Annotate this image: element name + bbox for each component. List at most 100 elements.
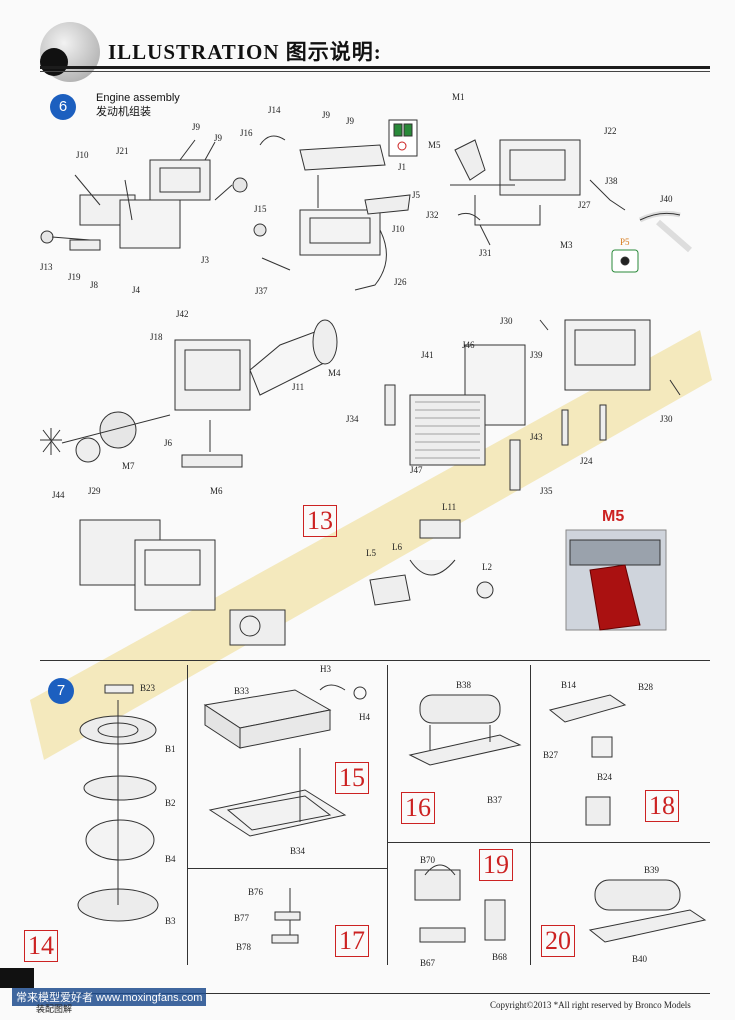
- part-label: B67: [420, 958, 436, 968]
- panel-divider: [187, 868, 387, 869]
- part-label: B78: [236, 942, 252, 952]
- part-label: J30: [660, 414, 673, 424]
- callout-20: 20: [541, 925, 575, 957]
- footer-rule: [40, 993, 710, 994]
- part-label: J22: [604, 126, 617, 136]
- part-label: J5: [412, 190, 421, 200]
- footer-copyright: Copyright©2013 *All right reserved by Br…: [490, 1000, 691, 1010]
- part-label: J6: [164, 438, 173, 448]
- part-label: J41: [421, 350, 434, 360]
- callout-15: 15: [335, 762, 369, 794]
- part-label: J32: [426, 210, 439, 220]
- part-label: J14: [268, 105, 281, 115]
- step-6-badge: 6: [50, 94, 76, 120]
- part-label: M5: [428, 140, 441, 150]
- part-label: B1: [165, 744, 176, 754]
- part-label: J39: [530, 350, 543, 360]
- part-label: B2: [165, 798, 176, 808]
- watermark-logo: [30, 330, 712, 760]
- part-label: J21: [116, 146, 129, 156]
- part-label: M4: [328, 368, 341, 378]
- part-label: J19: [68, 272, 81, 282]
- inset-label-m5: M5: [602, 508, 625, 525]
- part-label: M6: [210, 486, 223, 496]
- part-label: B14: [561, 680, 577, 690]
- part-label: J15: [254, 204, 267, 214]
- part-label: J38: [605, 176, 618, 186]
- part-label: J42: [176, 309, 189, 319]
- part-label: B70: [420, 855, 436, 865]
- part-label: J40: [660, 194, 673, 204]
- part-label: J47: [410, 465, 423, 475]
- part-label: L5: [366, 548, 376, 558]
- part-label: M7: [122, 461, 135, 471]
- part-label: B37: [487, 795, 503, 805]
- page-number-box: [0, 968, 34, 988]
- part-label: B28: [638, 682, 654, 692]
- part-label: B76: [248, 887, 264, 897]
- part-label: J3: [201, 255, 210, 265]
- part-label: J9: [214, 133, 223, 143]
- callout-16: 16: [401, 792, 435, 824]
- panel-divider: [187, 665, 188, 965]
- part-label: M3: [560, 240, 573, 250]
- part-label: M1: [452, 92, 465, 102]
- part-label: L6: [392, 542, 402, 552]
- part-label: J43: [530, 432, 543, 442]
- part-label: J26: [394, 277, 407, 287]
- part-label: B39: [644, 865, 660, 875]
- part-label: J31: [479, 248, 492, 258]
- part-label: J9: [192, 122, 201, 132]
- part-label: H3: [320, 664, 331, 674]
- part-label: J4: [132, 285, 141, 295]
- callout-18: 18: [645, 790, 679, 822]
- part-label: B24: [597, 772, 613, 782]
- part-label: J10: [392, 224, 405, 234]
- part-label: J35: [540, 486, 553, 496]
- part-label: B40: [632, 954, 648, 964]
- part-label: J9: [346, 116, 355, 126]
- part-label: P5: [620, 237, 630, 247]
- part-label: B33: [234, 686, 250, 696]
- page-title: ILLUSTRATION 图示说明:: [108, 40, 382, 64]
- section-divider: [40, 660, 710, 661]
- part-label: B27: [543, 750, 559, 760]
- panel-divider: [387, 842, 710, 843]
- step-6-label-en: Engine assembly: [96, 92, 180, 104]
- part-label: J24: [580, 456, 593, 466]
- part-label: J44: [52, 490, 65, 500]
- part-label: B23: [140, 683, 156, 693]
- panel-divider: [387, 665, 388, 965]
- part-label: B77: [234, 913, 250, 923]
- header-rule: [40, 66, 710, 69]
- callout-19: 19: [479, 849, 513, 881]
- part-label: J16: [240, 128, 253, 138]
- part-label: L2: [482, 562, 492, 572]
- part-label: J1: [398, 162, 407, 172]
- callout-17: 17: [335, 925, 369, 957]
- part-label: J37: [255, 286, 268, 296]
- panel-divider: [530, 665, 531, 965]
- part-label: J18: [150, 332, 163, 342]
- part-label: L11: [442, 502, 457, 512]
- step-6-label-cn: 发动机组装: [96, 106, 151, 118]
- site-watermark: 常来模型爱好者 www.moxingfans.com: [12, 988, 207, 1006]
- footer-page-label: 装配图解: [36, 1004, 73, 1014]
- part-label: B3: [165, 916, 176, 926]
- part-label: J27: [578, 200, 591, 210]
- part-label: J13: [40, 262, 53, 272]
- header-rule-thin: [40, 71, 710, 72]
- part-label: B34: [290, 846, 306, 856]
- part-label: J10: [76, 150, 89, 160]
- part-label: J29: [88, 486, 101, 496]
- step-7-badge: 7: [48, 678, 74, 704]
- part-label: J46: [462, 340, 475, 350]
- callout-14: 14: [24, 930, 58, 962]
- part-label: B4: [165, 854, 176, 864]
- part-label: J9: [322, 110, 331, 120]
- part-label: B68: [492, 952, 508, 962]
- part-label: B38: [456, 680, 472, 690]
- part-label: J11: [292, 382, 305, 392]
- part-label: H4: [359, 712, 370, 722]
